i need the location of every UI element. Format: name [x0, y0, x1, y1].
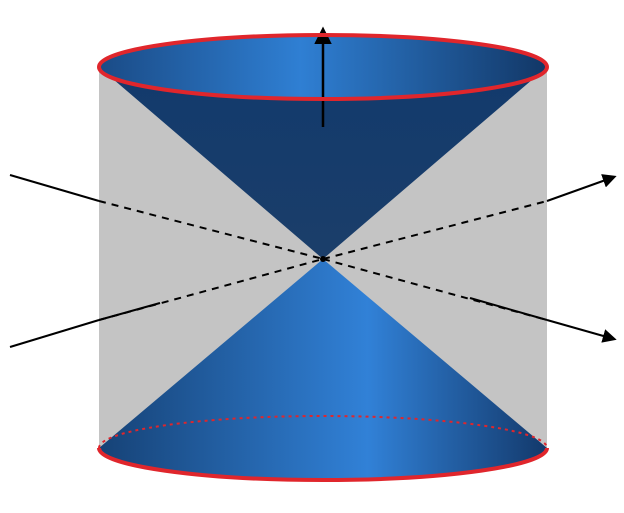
bottom-rim-front — [97, 447, 549, 482]
axis-segment-left-front — [98, 302, 161, 321]
apex-point — [320, 256, 326, 262]
lower-cone — [99, 259, 547, 480]
top-rim — [97, 33, 549, 101]
bottom-rim-back — [98, 415, 548, 449]
axis-left-lower — [9, 319, 100, 348]
axis-left-upper — [9, 174, 100, 202]
axis-segment-right-front — [469, 297, 548, 321]
arrow-to-upper-right — [546, 174, 617, 202]
upper-cone — [99, 67, 547, 259]
arrow-to-lower-right — [546, 319, 617, 343]
